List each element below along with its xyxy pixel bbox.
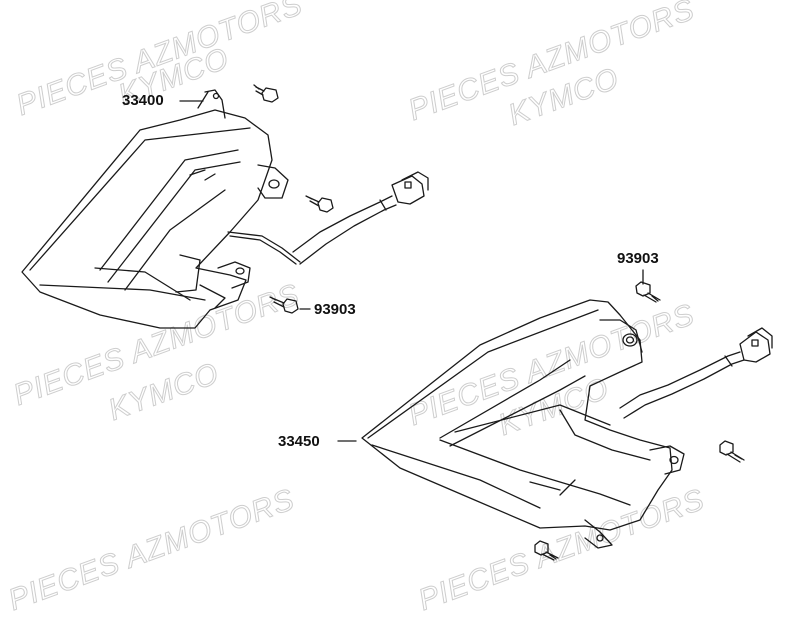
part-number-label: 33450: [278, 433, 320, 450]
left-turn-signal-lamp: [21, 89, 429, 329]
exploded-parts-diagram: PIECES AZMOTORS KYMCO PIECES AZMOTORS KY…: [4, 0, 773, 618]
screw-icon: [719, 440, 745, 463]
screw-icon: [269, 296, 299, 314]
diagram-drawing: [21, 84, 773, 561]
screw-icon: [635, 281, 661, 303]
right-turn-signal-lamp: [361, 299, 773, 549]
part-number-label: 33400: [122, 92, 164, 109]
part-number-label: 93903: [314, 301, 356, 318]
screw-icon: [534, 540, 559, 561]
screw-icon: [305, 195, 334, 213]
screw-icon: [253, 84, 279, 103]
part-number-label: 93903: [617, 250, 659, 267]
